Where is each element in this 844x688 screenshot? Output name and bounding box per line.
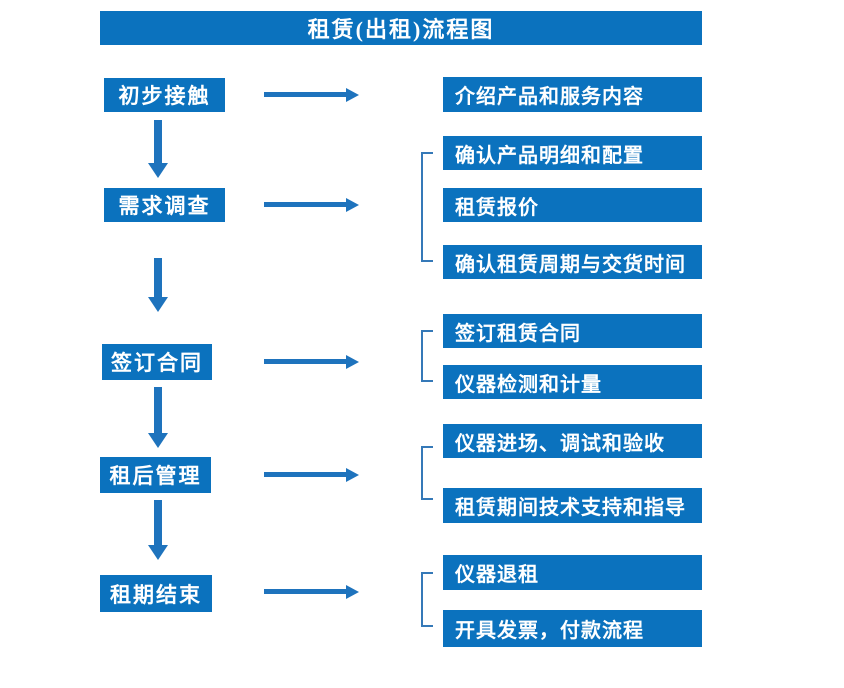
down-arrow-head xyxy=(148,433,168,448)
detail-box-1-1: 介绍产品和服务内容 xyxy=(443,77,702,112)
right-arrow-4 xyxy=(264,468,359,482)
detail-box-4-1-label: 仪器进场、调试和验收 xyxy=(455,432,665,455)
right-arrow-head xyxy=(346,585,359,599)
right-arrow-head xyxy=(346,198,359,212)
detail-box-4-2: 租赁期间技术支持和指导 xyxy=(443,488,702,523)
down-arrow-shaft xyxy=(154,387,162,433)
detail-box-1-1-label: 介绍产品和服务内容 xyxy=(455,86,644,108)
detail-box-5-1: 仪器退租 xyxy=(443,555,702,590)
detail-box-3-2: 仪器检测和计量 xyxy=(443,365,702,399)
right-arrow-shaft xyxy=(264,202,346,207)
group-bracket-step-2 xyxy=(421,152,433,262)
flow-step-3: 签订合同 xyxy=(102,344,212,380)
down-arrow-shaft xyxy=(154,258,162,297)
down-arrow-head xyxy=(148,297,168,312)
flow-step-4-label: 租后管理 xyxy=(109,464,202,488)
right-arrow-3 xyxy=(264,355,359,369)
right-arrow-5 xyxy=(264,585,359,599)
detail-box-3-1-label: 签订租赁合同 xyxy=(455,322,581,345)
right-arrow-head xyxy=(346,355,359,369)
detail-box-2-3-label: 确认租赁周期与交货时间 xyxy=(455,253,686,276)
group-bracket-step-3 xyxy=(421,330,433,382)
group-bracket-step-4 xyxy=(421,446,433,500)
down-arrow-shaft xyxy=(154,120,162,163)
detail-box-5-2-label: 开具发票，付款流程 xyxy=(455,620,644,642)
detail-box-2-1-label: 确认产品明细和配置 xyxy=(455,144,644,167)
down-arrow-1 xyxy=(148,120,168,178)
flow-step-1: 初步接触 xyxy=(104,78,225,112)
flowchart-title-bar: 租赁(出租)流程图 xyxy=(100,11,702,45)
right-arrow-2 xyxy=(264,198,359,212)
down-arrow-head xyxy=(148,163,168,178)
right-arrow-shaft xyxy=(264,359,346,364)
group-bracket-step-5 xyxy=(421,572,433,627)
detail-box-4-2-label: 租赁期间技术支持和指导 xyxy=(455,497,686,519)
detail-box-2-3: 确认租赁周期与交货时间 xyxy=(443,245,702,279)
down-arrow-3 xyxy=(148,387,168,448)
right-arrow-1 xyxy=(264,88,359,102)
down-arrow-shaft xyxy=(154,500,162,545)
flow-step-4: 租后管理 xyxy=(100,457,211,493)
flow-step-5: 租期结束 xyxy=(100,575,212,612)
down-arrow-head xyxy=(148,545,168,560)
right-arrow-shaft xyxy=(264,472,346,477)
flow-step-1-label: 初步接触 xyxy=(118,84,211,108)
right-arrow-head xyxy=(346,468,359,482)
right-arrow-shaft xyxy=(264,92,346,97)
detail-box-4-1: 仪器进场、调试和验收 xyxy=(443,424,702,458)
flow-step-5-label: 租期结束 xyxy=(110,582,202,607)
detail-box-3-1: 签订租赁合同 xyxy=(443,314,702,348)
right-arrow-head xyxy=(346,88,359,102)
detail-box-2-2-label: 租赁报价 xyxy=(455,196,539,219)
flow-step-2-label: 需求调查 xyxy=(118,194,211,218)
right-arrow-shaft xyxy=(264,589,346,594)
down-arrow-2 xyxy=(148,258,168,312)
detail-box-2-1: 确认产品明细和配置 xyxy=(443,136,702,170)
down-arrow-4 xyxy=(148,500,168,560)
flowchart-title: 租赁(出租)流程图 xyxy=(307,17,495,42)
detail-box-2-2: 租赁报价 xyxy=(443,188,702,222)
flow-step-2: 需求调查 xyxy=(104,188,225,222)
flow-step-3-label: 签订合同 xyxy=(111,351,203,375)
detail-box-5-1-label: 仪器退租 xyxy=(455,564,539,586)
detail-box-3-2-label: 仪器检测和计量 xyxy=(455,373,602,396)
detail-box-5-2: 开具发票，付款流程 xyxy=(443,610,702,647)
